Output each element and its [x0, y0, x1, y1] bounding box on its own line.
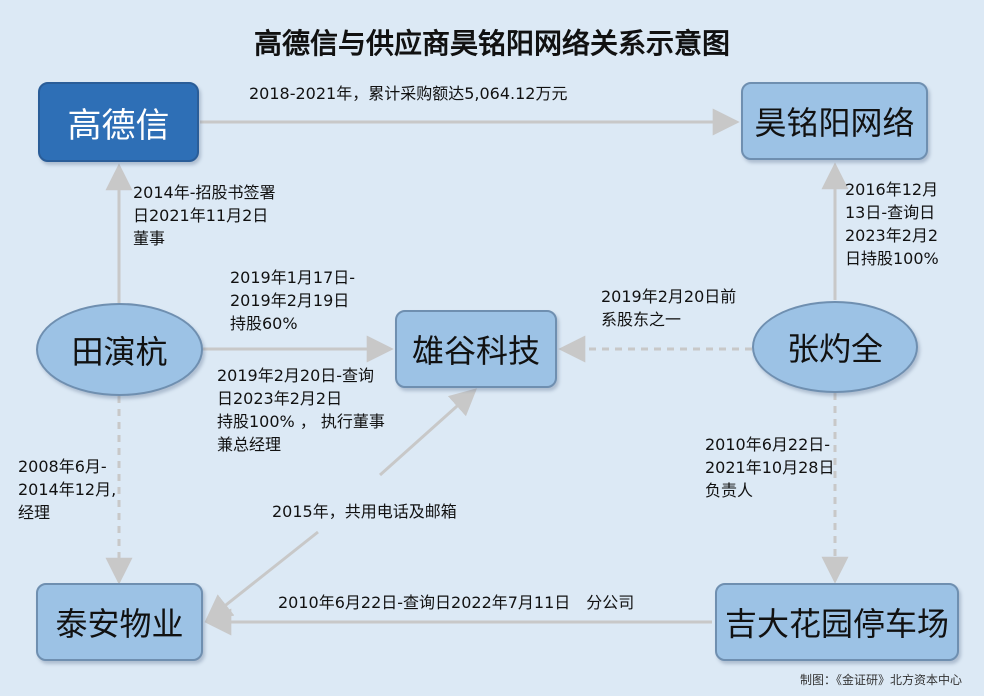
node-tianyanhang: 田演杭 — [36, 303, 203, 396]
label-zhangzhuoquan-xionggu: 2019年2月20日前 系股东之一 — [601, 285, 736, 331]
label-line: 持股60% — [230, 314, 298, 333]
label-line: 持股100% ， 执行董事 — [217, 412, 385, 431]
label-zhangzhuoquan-haomingyang: 2016年12月 13日-查询日 2023年2月2 日持股100% — [845, 178, 939, 270]
arrow-shared-to-xionggu — [378, 388, 478, 477]
label-gaodexin-haomingyang: 2018-2021年，累计采购额达5,064.12万元 — [249, 84, 568, 103]
node-jida: 吉大花园停车场 — [715, 583, 959, 661]
label-line: 2010年6月22日- — [705, 435, 831, 454]
label-line: 2019年1月17日- — [230, 268, 356, 287]
label-line: 13日-查询日 — [845, 203, 936, 222]
label-line: 2023年2月2 — [845, 226, 939, 245]
label-line: 系股东之一 — [601, 310, 682, 329]
label-tianyanhang-xionggu-bottom: 2019年2月20日-查询 日2023年2月2日 持股100% ， 执行董事 兼… — [217, 364, 385, 456]
diagram-title: 高德信与供应商昊铭阳网络关系示意图 — [253, 27, 730, 60]
label-line: 2008年6月- — [18, 457, 107, 476]
label-line: 日2023年2月2日 — [217, 389, 343, 408]
label-tianyanhang-xionggu-top: 2019年1月17日- 2019年2月19日 持股60% — [230, 266, 355, 335]
label-tianyanhang-gaodexin: 2014年-招股书签署 日2021年11月2日 董事 — [133, 181, 276, 250]
node-gaodexin: 高德信 — [38, 82, 199, 162]
credit-line: 制图：《金证研》北方资本中心 — [799, 673, 962, 687]
label-line: 2014年12月, — [18, 480, 117, 499]
label-tianyanhang-taian: 2008年6月- 2014年12月, 经理 — [18, 455, 116, 524]
label-line: 兼总经理 — [217, 435, 282, 454]
label-line: 经理 — [18, 503, 51, 522]
arrow-shared-to-taian — [204, 530, 319, 622]
label-line: 2019年2月20日-查询 — [217, 366, 375, 385]
label-line: 日持股100% — [845, 249, 939, 268]
label-jida-taian: 2010年6月22日-查询日2022年7月11日 分公司 — [278, 593, 635, 612]
label-line: 2014年-招股书签署 — [133, 183, 276, 202]
node-xionggu: 雄谷科技 — [395, 310, 557, 388]
node-zhangzhuoquan: 张灼全 — [752, 301, 918, 393]
label-line: 2021年10月28日 — [705, 458, 835, 477]
node-taian: 泰安物业 — [36, 583, 203, 661]
label-line: 负责人 — [705, 481, 754, 500]
label-line: 2019年2月19日 — [230, 291, 350, 310]
node-haomingyang: 昊铭阳网络 — [741, 82, 928, 160]
label-shared-contact: 2015年，共用电话及邮箱 — [272, 502, 457, 521]
label-line: 日2021年11月2日 — [133, 206, 269, 225]
label-line: 2019年2月20日前 — [601, 287, 737, 306]
label-line: 董事 — [133, 229, 166, 248]
label-zhangzhuoquan-jida: 2010年6月22日- 2021年10月28日 负责人 — [705, 433, 834, 502]
label-line: 2016年12月 — [845, 180, 939, 199]
